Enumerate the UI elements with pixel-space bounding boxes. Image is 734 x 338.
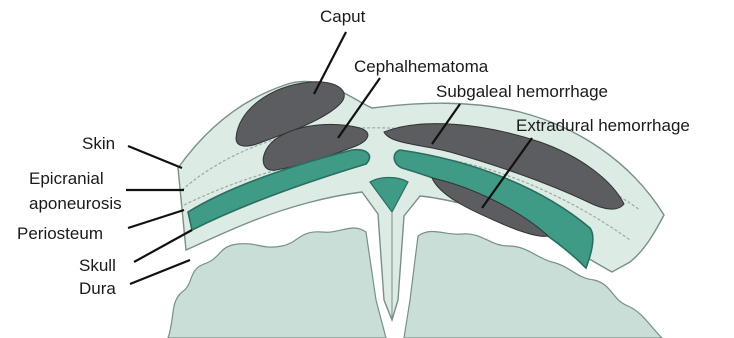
label-subgaleal: Subgaleal hemorrhage bbox=[436, 82, 608, 101]
label-skull: Skull bbox=[79, 256, 116, 275]
label-skin: Skin bbox=[82, 134, 115, 153]
label-extradural: Extradural hemorrhage bbox=[516, 116, 690, 135]
dura-layer bbox=[168, 228, 386, 338]
label-cephalhematoma: Cephalhematoma bbox=[354, 57, 489, 76]
label-aponeurosis: aponeurosis bbox=[29, 194, 122, 213]
label-epicranial: Epicranial bbox=[29, 169, 104, 188]
periosteum-pointer bbox=[128, 210, 184, 228]
skin-pointer bbox=[128, 146, 182, 168]
label-dura: Dura bbox=[79, 279, 116, 298]
label-caput: Caput bbox=[320, 7, 366, 26]
skull-pointer bbox=[134, 230, 192, 262]
dura-pointer bbox=[130, 260, 190, 284]
label-periosteum: Periosteum bbox=[17, 224, 103, 243]
